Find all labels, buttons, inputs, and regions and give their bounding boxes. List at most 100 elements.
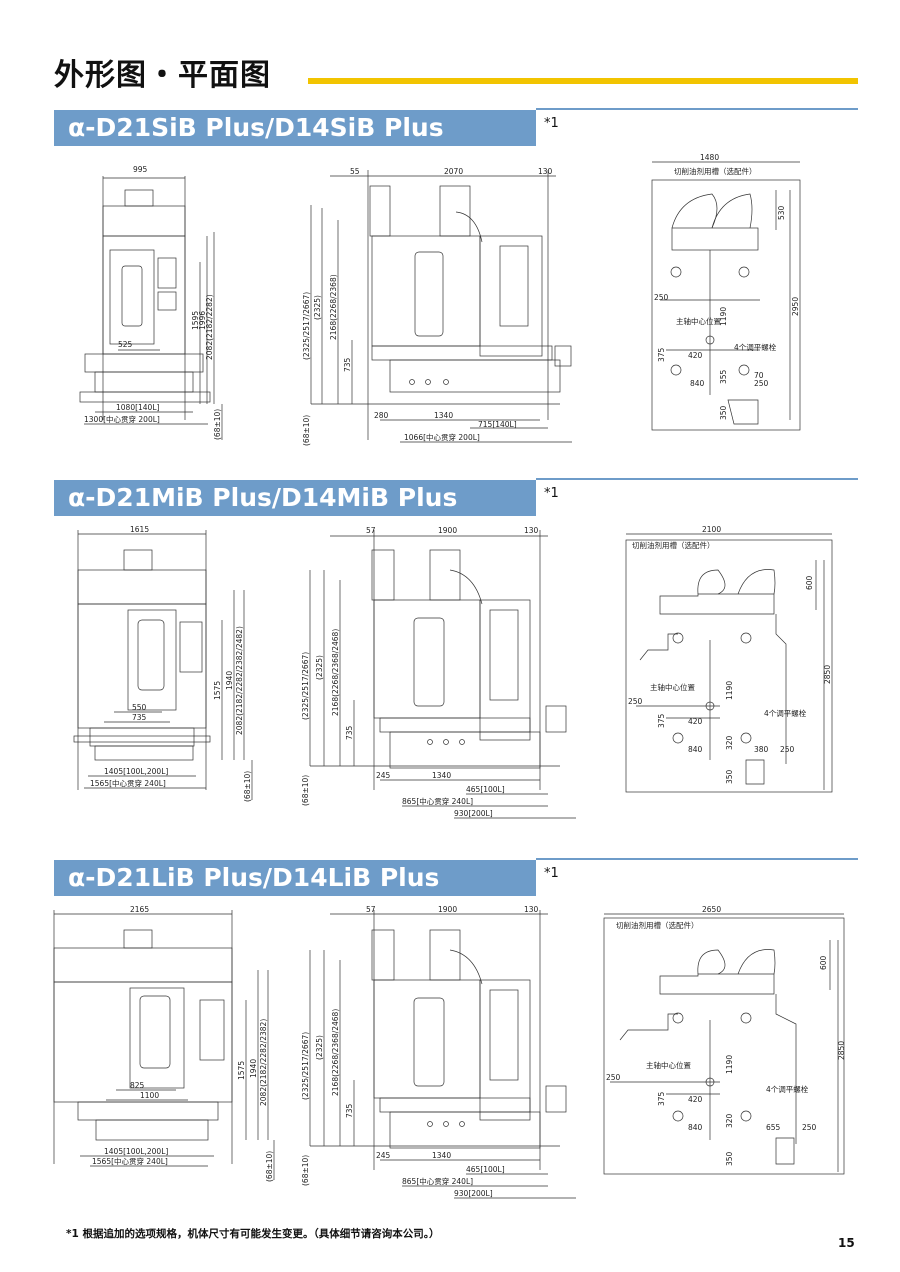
dim-side-v2-m: (2325) <box>315 655 324 680</box>
dim-plan-d840-l: 840 <box>688 1123 703 1132</box>
side-view-m <box>309 530 576 819</box>
dim-side-b1-m: 245 <box>376 771 391 780</box>
dim-side-b4-m: 865[中心贯穿 240L] <box>402 796 473 806</box>
dim-plan-d350-l: 350 <box>725 1151 734 1166</box>
dim-plan-d375-m: 375 <box>657 713 666 728</box>
dim-plan-d375-s: 375 <box>657 347 666 362</box>
dim-side-b2-l: 1340 <box>432 1151 451 1160</box>
plan-view-s <box>651 161 801 431</box>
dim-front-h1-s: 1595 <box>191 311 200 330</box>
dim-side-v3-l: 2168(2268/2368/2468) <box>331 1009 340 1096</box>
dim-side-width-m: 1900 <box>438 526 457 535</box>
dim-plan-dx2-m: 250 <box>780 745 795 754</box>
dim-side-v3-m: 2168(2268/2368/2468) <box>331 629 340 716</box>
dim-side-v2-l: (2325) <box>315 1035 324 1060</box>
dim-side-width-s: 2070 <box>444 167 463 176</box>
dim-side-b4-l: 865[中心贯穿 240L] <box>402 1176 473 1186</box>
dim-front-base-m: 1405[100L,200L] <box>104 767 168 776</box>
dim-front-h2-m: 1940 <box>225 671 234 690</box>
dim-side-right-m: 130 <box>524 526 539 535</box>
dim-side-right-s: 130 <box>538 167 553 176</box>
footnote: *1 根据追加的选项规格，机体尺寸有可能发生变更。（具体细节请咨询本公司。） <box>66 1228 440 1240</box>
dim-plan-dx-s: 70 <box>754 371 764 380</box>
dim-front-h1-m: 1575 <box>213 681 222 700</box>
label-spindle-m: 主轴中心位置 <box>650 682 695 692</box>
page-title: 外形图・平面图 <box>54 58 271 93</box>
label-tank-l: 切削油剂用槽（选配件） <box>616 920 699 930</box>
dim-plan-d600-s: 530 <box>777 205 786 220</box>
section-banner-m: α-D21MiB Plus/D14MiB Plus <box>54 480 536 516</box>
dim-side-v4-s: 735 <box>343 357 352 372</box>
dim-front-base-s: 1080[140L] <box>116 403 160 412</box>
dim-plan-d600-m: 600 <box>805 575 814 590</box>
dim-plan-width-m: 2100 <box>702 525 721 534</box>
label-spindle-s: 主轴中心位置 <box>676 316 721 326</box>
front-view-l <box>53 910 275 1180</box>
dim-front-foot-m: (68±10) <box>243 771 252 802</box>
dim-plan-d420-s: 420 <box>688 351 703 360</box>
dim-plan-dx2-s: 250 <box>754 379 769 388</box>
label-bolts-l: 4个调平螺栓 <box>766 1084 809 1094</box>
dim-plan-dx2-l: 250 <box>802 1123 817 1132</box>
dim-front-base2-m: 1565[中心贯穿 240L] <box>90 778 166 788</box>
dim-front-base2-s: 1300[中心贯穿 200L] <box>84 414 160 424</box>
side-view-s <box>310 170 572 443</box>
dim-plan-d350-m: 350 <box>725 769 734 784</box>
front-view-m <box>73 530 253 800</box>
dim-front-width-m: 1615 <box>130 525 149 534</box>
dim-plan-d2850-s: 2950 <box>791 297 800 316</box>
dim-plan-d1190-m: 1190 <box>725 681 734 700</box>
dim-front-foot-s: (68±10) <box>213 409 222 440</box>
side-view-l <box>309 910 576 1199</box>
dim-side-right-l: 130 <box>524 905 539 914</box>
dim-plan-d320-l: 320 <box>725 1113 734 1128</box>
dim-plan-d2850-m: 2850 <box>823 665 832 684</box>
banner-rule-m <box>536 478 858 480</box>
dim-front-h3-s: 2082(2182/2282) <box>205 294 214 360</box>
dim-plan-d350-s: 350 <box>719 405 728 420</box>
label-tank-m: 切削油剂用槽（选配件） <box>632 540 715 550</box>
dim-front-h2-s: 1996 <box>198 311 207 330</box>
dim-side-b3-m: 465[100L] <box>466 785 505 794</box>
dim-side-b2-m: 1340 <box>432 771 451 780</box>
note-mark-l: *1 <box>544 866 559 881</box>
dim-front-h2-l: 1940 <box>249 1059 258 1078</box>
dim-side-b3-l: 465[100L] <box>466 1165 505 1174</box>
dim-side-b2-s: 1340 <box>434 411 453 420</box>
dim-plan-dx-m: 380 <box>754 745 769 754</box>
dim-front-inner-l: 825 <box>130 1081 145 1090</box>
dim-plan-d420-l: 420 <box>688 1095 703 1104</box>
dim-front-h3-m: 2082(2182/2282/2382/2482) <box>235 626 244 735</box>
note-mark-s: *1 <box>544 116 559 131</box>
label-tank-s: 切削油剂用槽（选配件） <box>674 166 757 176</box>
dim-front-h1-l: 1575 <box>237 1061 246 1080</box>
dim-plan-width-s: 1480 <box>700 153 719 162</box>
front-view-s <box>79 176 223 440</box>
banner-rule-s <box>536 108 858 110</box>
label-spindle-l: 主轴中心位置 <box>646 1060 691 1070</box>
dim-side-width-l: 1900 <box>438 905 457 914</box>
banner-rule-l <box>536 858 858 860</box>
dim-side-v1-l: (2325/2517/2667) <box>301 1032 310 1100</box>
dim-side-v4-l: 735 <box>345 1103 354 1118</box>
note-mark-m: *1 <box>544 486 559 501</box>
dim-side-foot-m: (68±10) <box>301 775 310 806</box>
label-bolts-s: 4个调平螺栓 <box>734 342 777 352</box>
dim-plan-d250-s: 250 <box>654 293 669 302</box>
dim-plan-d375-l: 375 <box>657 1091 666 1106</box>
dim-plan-d250-l: 250 <box>606 1073 621 1082</box>
dim-side-b5-l: 930[200L] <box>454 1189 493 1198</box>
dim-plan-dx-l: 655 <box>766 1123 781 1132</box>
section-banner-s: α-D21SiB Plus/D14SiB Plus <box>54 110 536 146</box>
dim-front-inner-s: 525 <box>118 340 133 349</box>
dim-side-b5-m: 930[200L] <box>454 809 493 818</box>
dim-plan-d320-s: 355 <box>719 369 728 384</box>
dim-front-inner2-m: 735 <box>132 713 147 722</box>
dim-front-width-s: 995 <box>133 165 148 174</box>
dim-side-left-m: 57 <box>366 526 376 535</box>
dim-plan-width-l: 2650 <box>702 905 721 914</box>
dim-front-foot-l: (68±10) <box>265 1151 274 1182</box>
dim-side-foot-l: (68±10) <box>301 1155 310 1186</box>
dim-side-b4-s: 1066[中心贯穿 200L] <box>404 432 480 442</box>
